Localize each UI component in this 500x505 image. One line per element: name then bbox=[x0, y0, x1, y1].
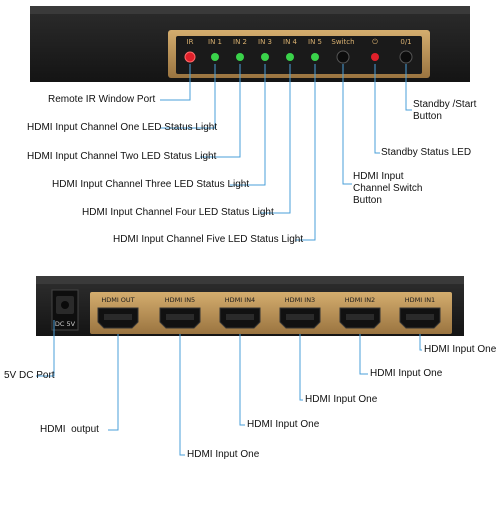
ir-window-led bbox=[184, 51, 196, 63]
label-in3: IN 3 bbox=[258, 38, 272, 46]
label-power-symbol: ⏻ bbox=[372, 38, 378, 46]
callout-standby-button: Standby /Start Button bbox=[413, 99, 477, 122]
front-label-inner bbox=[176, 36, 422, 74]
callout-remote-ir: Remote IR Window Port bbox=[48, 94, 156, 105]
leader-standby-button bbox=[405, 64, 412, 111]
leader-switch bbox=[342, 64, 352, 185]
leader-standby-led bbox=[374, 64, 380, 154]
port-label-in4: HDMI IN4 bbox=[225, 296, 255, 304]
callout-hdmi-in2: HDMI Input One bbox=[370, 368, 443, 379]
callout-in5-led: HDMI Input Channel Five LED Status Light bbox=[113, 234, 304, 245]
hdmi-in2-port bbox=[339, 307, 381, 329]
callout-hdmi-in4: HDMI Input One bbox=[247, 419, 320, 430]
leader-in1 bbox=[160, 64, 216, 129]
hdmi-in1-port bbox=[399, 307, 441, 329]
port-label-in5: HDMI IN5 bbox=[165, 296, 195, 304]
port-label-in3: HDMI IN3 bbox=[285, 296, 315, 304]
in3-led bbox=[261, 53, 269, 61]
port-label-in2: HDMI IN2 bbox=[345, 296, 375, 304]
port-label-out: HDMI OUT bbox=[101, 296, 134, 304]
label-in5: IN 5 bbox=[308, 38, 322, 46]
rear-label-plate bbox=[90, 292, 452, 334]
leader-in1-rear bbox=[419, 334, 422, 351]
dc-5v-label: DC 5V bbox=[55, 320, 76, 328]
callout-standby-led: Standby Status LED bbox=[381, 147, 472, 158]
switch-button[interactable] bbox=[336, 50, 350, 64]
label-in1: IN 1 bbox=[208, 38, 222, 46]
callout-switch-button: HDMI Input Channel Switch Button bbox=[353, 171, 423, 206]
callout-hdmi-in3: HDMI Input One bbox=[305, 394, 378, 405]
leader-remote-ir bbox=[160, 64, 191, 101]
label-standby: 0/1 bbox=[400, 38, 411, 46]
leader-in3 bbox=[230, 64, 266, 186]
callout-hdmi-in5: HDMI Input One bbox=[187, 449, 260, 460]
rear-chassis-edge bbox=[36, 276, 464, 284]
front-device bbox=[30, 6, 470, 82]
callout-dc-port: 5V DC Port bbox=[4, 370, 55, 381]
in2-led bbox=[236, 53, 244, 61]
standby-led bbox=[371, 53, 379, 61]
dc-jack-hole bbox=[61, 301, 69, 309]
leader-hdmi-out bbox=[108, 334, 119, 431]
leader-in5-rear bbox=[179, 334, 185, 456]
label-switch: Switch bbox=[331, 38, 354, 46]
leader-in3-rear bbox=[299, 334, 303, 401]
leader-in2-rear bbox=[359, 334, 368, 375]
in1-led bbox=[211, 53, 219, 61]
leader-in2 bbox=[200, 64, 241, 158]
label-in4: IN 4 bbox=[283, 38, 298, 46]
leader-dc-port bbox=[36, 320, 55, 377]
hdmi-out-port bbox=[97, 307, 139, 329]
label-ir: IR bbox=[187, 38, 194, 46]
leader-in4 bbox=[260, 64, 291, 214]
callout-in3-led: HDMI Input Channel Three LED Status Ligh… bbox=[52, 179, 250, 190]
label-in2: IN 2 bbox=[233, 38, 247, 46]
hdmi-in3-port bbox=[279, 307, 321, 329]
port-label-in1: HDMI IN1 bbox=[405, 296, 435, 304]
hdmi-in5-port bbox=[159, 307, 201, 329]
leader-in4-rear bbox=[239, 334, 245, 426]
in4-led bbox=[286, 53, 294, 61]
callout-hdmi-in1: HDMI Input One bbox=[424, 344, 497, 355]
hdmi-in4-port bbox=[219, 307, 261, 329]
leader-in5 bbox=[295, 64, 316, 241]
front-chassis-edge bbox=[30, 6, 470, 14]
callout-in2-led: HDMI Input Channel Two LED Status Light bbox=[27, 151, 217, 162]
callout-in4-led: HDMI Input Channel Four LED Status Light bbox=[82, 207, 274, 218]
in5-led bbox=[311, 53, 319, 61]
callout-in1-led: HDMI Input Channel One LED Status Light bbox=[27, 122, 218, 133]
callout-hdmi-output: HDMI output bbox=[40, 424, 99, 435]
standby-start-button[interactable] bbox=[399, 50, 413, 64]
